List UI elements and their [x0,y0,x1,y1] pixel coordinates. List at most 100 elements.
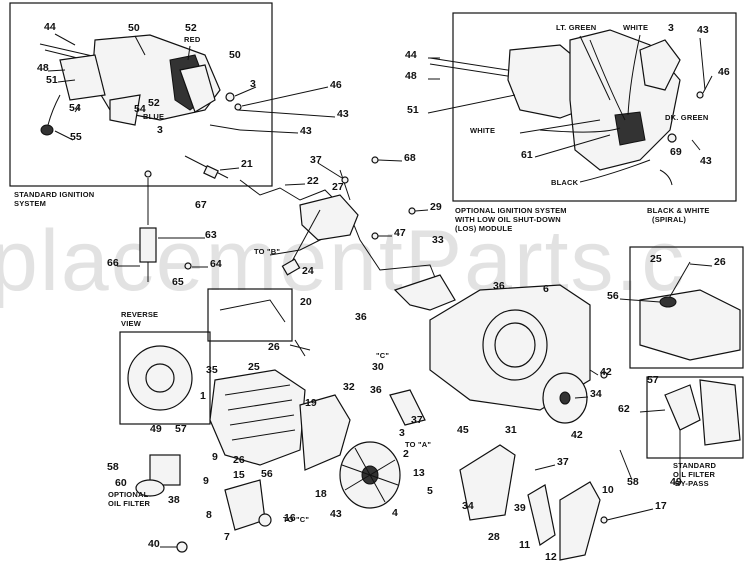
caption-standard-ignition-1: STANDARD IGNITION [14,190,94,199]
callout-43-13: 43 [337,108,349,120]
callout-37-63: 37 [557,456,569,468]
callout-36-32: 36 [493,280,505,292]
callout-68-19: 68 [404,152,416,164]
callout-49-106: 49 [670,476,682,488]
callout-5-71: 5 [427,485,433,497]
callout-10-72: 10 [602,484,614,496]
caption-optional-ignition-3: (LOS) MODULE [455,224,512,233]
callout-38-69: 38 [168,494,180,506]
callout-29-23: 29 [430,201,442,213]
callout-20-34: 20 [300,296,312,308]
callout-to-c--76: TO "C" [283,515,309,524]
callout-33-31: 33 [432,234,444,246]
callout-43-89: 43 [697,24,709,36]
callout-43-15: 43 [300,125,312,137]
callout-12-84: 12 [545,551,557,563]
callout-56-62: 56 [261,468,273,480]
callout-red-3: RED [184,35,201,44]
callout-43-78: 43 [330,508,342,520]
callout-2-57: 2 [403,448,409,460]
callout-to-b--26: TO "B" [254,247,280,256]
callout-51-93: 51 [407,104,419,116]
callout-17-80: 17 [655,500,667,512]
callout-51-6: 51 [46,74,58,86]
callout-26-61: 26 [233,454,245,466]
callout-34-73: 34 [462,500,474,512]
callout-view-36: VIEW [121,319,142,328]
callout-61-98: 61 [521,149,533,161]
callout-9-68: 9 [203,475,209,487]
callout-oil-filter-67: OIL FILTER [108,499,151,508]
callout-54-12: 54 [69,102,81,114]
caption-black-white-1: BLACK & WHITE [647,206,710,215]
callout-48-92: 48 [405,70,417,82]
callout-25-41: 25 [248,361,260,373]
callout-white-95: WHITE [470,126,495,135]
callout-4-79: 4 [392,507,398,519]
inset-standard-ignition [9,2,273,187]
callout-9-59: 9 [212,451,218,463]
oil-filter-bypass-artwork [619,379,741,481]
callout-57-53: 57 [175,423,187,435]
callout-63-24: 63 [205,229,217,241]
callout-35-40: 35 [206,364,218,376]
callout-32-46: 32 [343,381,355,393]
callout-8-75: 8 [206,509,212,521]
inset-reverse-view [119,331,211,425]
inset-oil-filter-bypass [646,376,744,459]
caption-optional-ignition-1: OPTIONAL IGNITION SYSTEM [455,206,567,215]
callout-21-17: 21 [241,158,253,170]
callout-44-90: 44 [405,49,417,61]
callout-49-52: 49 [150,423,162,435]
callout-25-100: 25 [650,253,662,265]
callout-46-91: 46 [718,66,730,78]
standard-ignition-artwork [39,33,336,179]
callout-52-2: 52 [185,22,197,34]
callout-7-81: 7 [224,531,230,543]
callout-57-103: 57 [647,374,659,386]
callout-40-85: 40 [148,538,160,550]
callout-45-54: 45 [457,424,469,436]
callout-42-50: 42 [571,429,583,441]
callout-50-5: 50 [229,49,241,61]
callout-31-55: 31 [505,424,517,436]
callout-13-64: 13 [413,467,425,479]
callout-white-87: WHITE [623,23,648,32]
callout-62-104: 62 [618,403,630,415]
callout-26-101: 26 [714,256,726,268]
callout-3-88: 3 [668,22,674,34]
caption-labels: STANDARD IGNITION SYSTEM OPTIONAL IGNITI… [14,190,716,488]
callout-56-102: 56 [607,290,619,302]
callout-27-21: 27 [332,181,344,193]
callout-52-9: 52 [148,97,160,109]
callout-15-60: 15 [233,469,245,481]
callout-blue-10: BLUE [143,112,164,121]
callout-46-8: 46 [330,79,342,91]
callout-3-51: 3 [399,427,405,439]
callout-54-11: 54 [134,103,146,115]
callout-36-47: 36 [370,384,382,396]
caption-standard-ignition-2: SYSTEM [14,199,46,208]
callout-black-99: BLACK [551,178,579,187]
callout-43-97: 43 [700,155,712,167]
caption-optional-ignition-2: WITH LOW OIL SHUT-DOWN [455,215,561,224]
callout-36-37: 36 [355,311,367,323]
inset-reverse-view-link [207,288,293,342]
callout-22-20: 22 [307,175,319,187]
callout-19-44: 19 [305,397,317,409]
callout-39-74: 39 [514,502,526,514]
callout-69-96: 69 [670,146,682,158]
callout-66-27: 66 [107,257,119,269]
callout-58-105: 58 [627,476,639,488]
callout-34-49: 34 [590,388,602,400]
callout-55-16: 55 [70,131,82,143]
callout-37-48: 37 [411,414,423,426]
callout-3-14: 3 [157,124,163,136]
callout-1-45: 1 [200,390,206,402]
callout-30-43: 30 [372,361,384,373]
governor-detail-artwork [619,261,741,361]
inset-optional-ignition [452,12,737,202]
caption-black-white-2: (SPIRAL) [652,215,686,224]
